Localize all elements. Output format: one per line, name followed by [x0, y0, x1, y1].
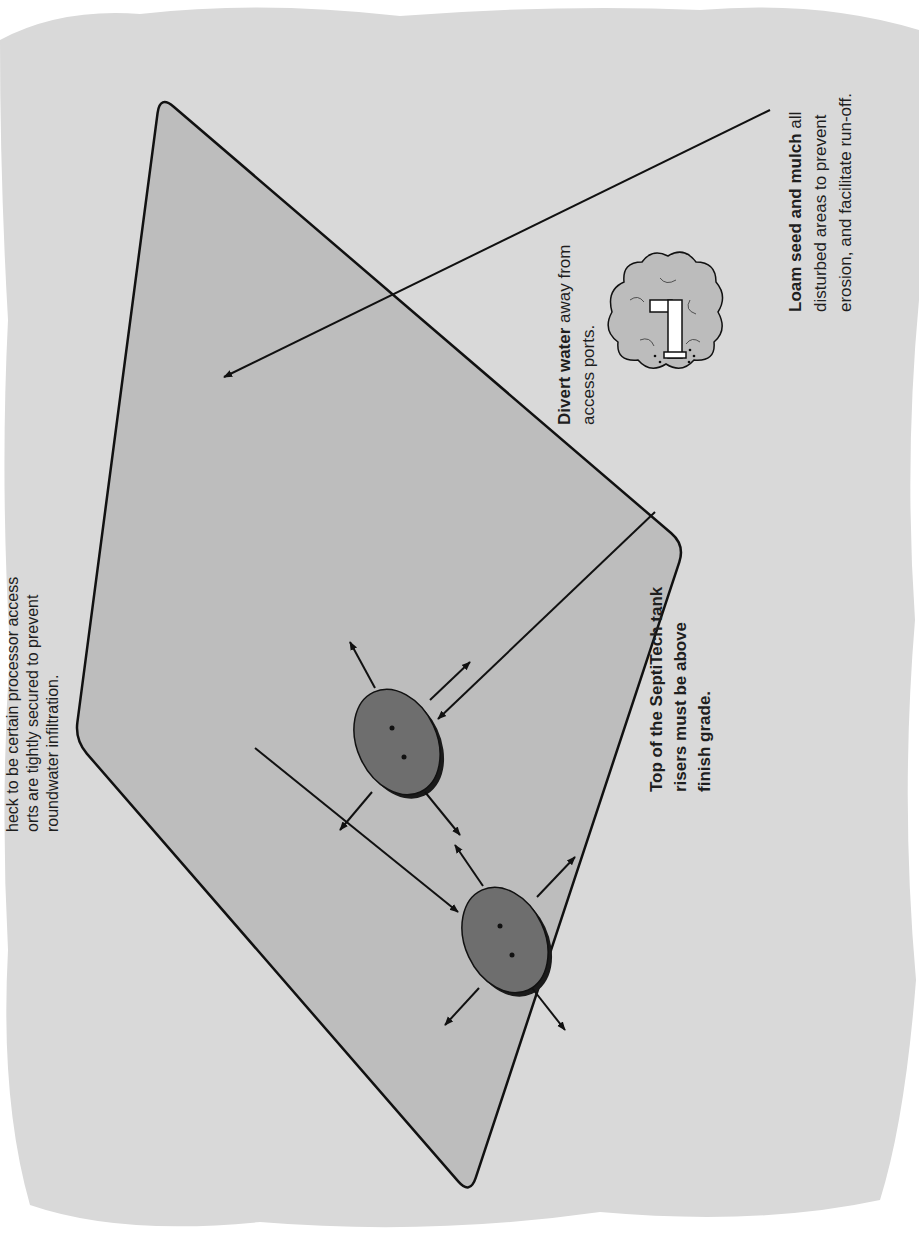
leader-arrow	[224, 110, 770, 912]
callout-heading: Loam seed and mulch	[786, 133, 805, 312]
ground-area	[0, 7, 919, 1227]
callout-note: heck to be certain processor access orts…	[4, 577, 61, 832]
callout-block: Divert wateraway from access ports.	[553, 225, 601, 425]
access-port	[338, 675, 461, 813]
callout-block: heck to be certain processor access orts…	[3, 557, 63, 832]
access-port	[446, 873, 569, 1011]
callout-block: Top of the SeptiTech tank risers must be…	[645, 576, 717, 792]
callout-heading: Top of the SeptiTech tank risers must be…	[647, 587, 714, 792]
callout-block: Loam seed and mulchall disturbed areas t…	[783, 50, 858, 312]
callout-heading: Divert water	[555, 328, 574, 425]
disturbed-area	[77, 102, 681, 1187]
shrub-with-vent	[608, 252, 722, 368]
